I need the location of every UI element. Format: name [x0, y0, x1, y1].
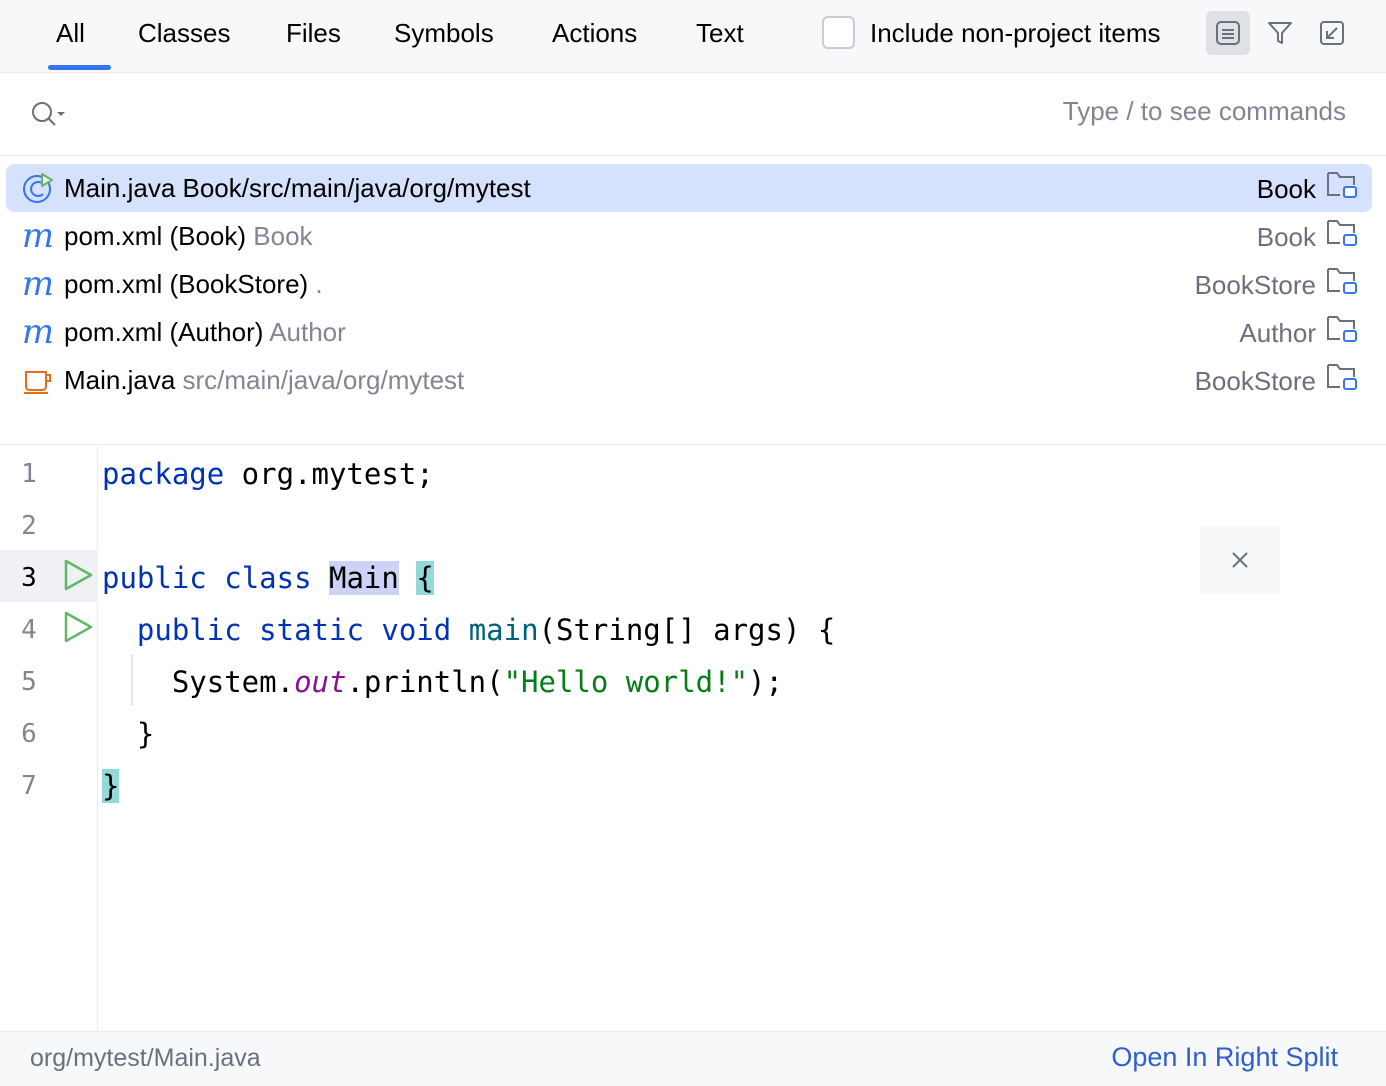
tab-symbols[interactable]: Symbols: [394, 18, 494, 48]
maven-icon: m: [21, 216, 55, 256]
list-item[interactable]: Main.java src/main/java/org/mytest BookS…: [6, 356, 1372, 404]
line-number: 6: [21, 719, 37, 749]
result-detail: Author: [269, 317, 346, 347]
include-non-project-label[interactable]: Include non-project items: [870, 18, 1161, 48]
result-project: BookStore: [1194, 270, 1316, 300]
code-line: public class Main {: [102, 561, 434, 595]
editor-gutter: 1 2 3 4 5 6 7: [0, 446, 98, 1031]
search-field: Type / to see commands: [0, 74, 1386, 156]
open-in-window-icon[interactable]: [1310, 11, 1354, 55]
file-path: org/mytest/Main.java: [30, 1044, 261, 1072]
code-line: }: [136, 717, 155, 751]
result-name: pom.xml (Book): [64, 221, 247, 251]
run-gutter-icon[interactable]: [62, 610, 94, 649]
module-folder-icon: [1326, 265, 1358, 305]
code-line: package org.mytest;: [102, 457, 434, 491]
search-input[interactable]: [80, 94, 980, 136]
tab-classes[interactable]: Classes: [138, 18, 231, 48]
preview-icon[interactable]: [1206, 11, 1250, 55]
result-name: Main.java Book/src/main/java/org/mytest: [64, 173, 531, 203]
line-number: 2: [21, 511, 37, 541]
tab-text[interactable]: Text: [696, 18, 744, 48]
line-number: 1: [21, 459, 37, 489]
run-gutter-icon[interactable]: [62, 558, 94, 597]
tab-files[interactable]: Files: [286, 18, 341, 48]
module-folder-icon: [1326, 169, 1358, 209]
open-in-right-split-link[interactable]: Open In Right Split: [1111, 1042, 1338, 1072]
tab-all[interactable]: All: [48, 14, 111, 70]
results-list: Main.java Book/src/main/java/org/mytest …: [0, 157, 1386, 445]
matched-brace: {: [416, 561, 434, 595]
java-runnable-class-icon: [22, 172, 54, 204]
highlighted-identifier: Main: [329, 561, 399, 595]
module-folder-icon: [1326, 313, 1358, 353]
list-item[interactable]: m pom.xml (Book) Book Book: [6, 212, 1372, 260]
result-name: pom.xml (BookStore): [64, 269, 309, 299]
maven-icon: m: [21, 264, 55, 304]
include-non-project-checkbox[interactable]: [822, 16, 855, 49]
maven-icon: m: [21, 312, 55, 352]
line-number: 3: [21, 563, 37, 593]
line-number: 4: [21, 615, 37, 645]
code-preview[interactable]: 1 2 3 4 5 6 7 package org.mytest; public…: [0, 446, 1386, 1031]
result-name: pom.xml (Author): [64, 317, 264, 347]
preview-footer: org/mytest/Main.java Open In Right Split: [0, 1031, 1386, 1086]
filter-icon[interactable]: [1258, 11, 1302, 55]
result-project: Book: [1256, 174, 1316, 204]
result-name: Main.java: [64, 365, 176, 395]
list-item[interactable]: m pom.xml (BookStore) . BookStore: [6, 260, 1372, 308]
module-folder-icon: [1326, 361, 1358, 401]
code-line: }: [102, 760, 120, 812]
line-number: 7: [21, 771, 37, 801]
tab-actions[interactable]: Actions: [552, 18, 638, 48]
result-detail: Book: [253, 221, 313, 251]
close-icon[interactable]: [1200, 526, 1280, 594]
module-folder-icon: [1326, 217, 1358, 257]
result-detail: .: [315, 269, 323, 299]
search-icon[interactable]: [30, 100, 66, 135]
result-detail: src/main/java/org/mytest: [182, 365, 465, 395]
list-item[interactable]: Main.java Book/src/main/java/org/mytest …: [6, 164, 1372, 212]
line-number: 5: [21, 667, 37, 697]
code-line: System.out.println("Hello world!");: [171, 665, 783, 699]
result-project: BookStore: [1194, 366, 1316, 396]
current-line-highlight: [0, 550, 98, 602]
matched-brace: }: [102, 769, 120, 803]
java-file-icon: [22, 364, 54, 396]
result-project: Author: [1239, 318, 1316, 348]
indent-guide: [131, 654, 133, 706]
code-line: public static void main(String[] args) {: [136, 613, 836, 647]
result-project: Book: [1256, 222, 1316, 252]
list-item[interactable]: m pom.xml (Author) Author Author: [6, 308, 1372, 356]
search-everywhere-tabs: All Classes Files Symbols Actions Text I…: [0, 0, 1386, 73]
search-hint: Type / to see commands: [1062, 96, 1346, 126]
